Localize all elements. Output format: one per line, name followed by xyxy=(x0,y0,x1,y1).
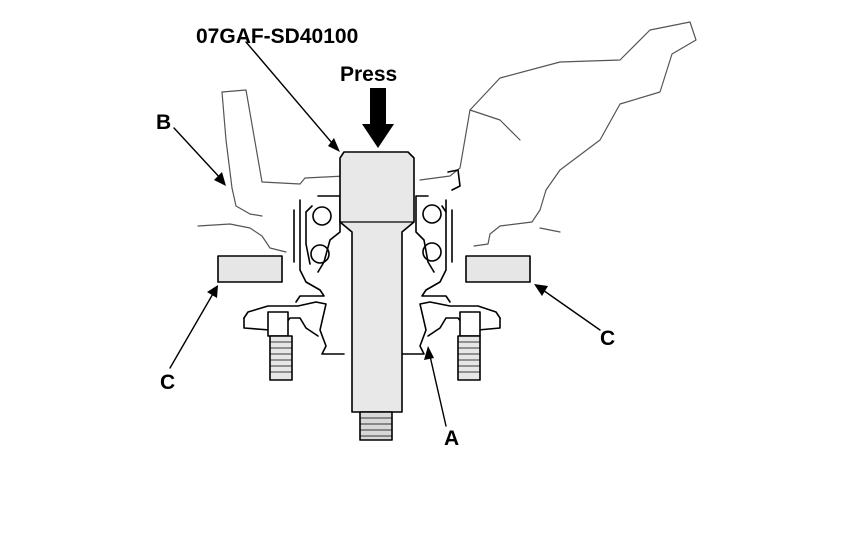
bearing-housing-right xyxy=(415,169,461,303)
press-arrow-icon xyxy=(362,88,394,148)
part-c-right-label: C xyxy=(600,327,616,350)
tool-number-label: 07GAF-SD40100 xyxy=(196,25,359,48)
knuckle-outline xyxy=(197,21,697,253)
leader-lines xyxy=(169,41,601,427)
support-block-right xyxy=(465,255,531,283)
wheel-stud-left xyxy=(267,311,293,381)
part-a-label: A xyxy=(444,427,460,450)
press-label: Press xyxy=(340,63,398,86)
press-tool xyxy=(339,151,415,441)
wheel-stud-right xyxy=(457,311,481,381)
leader-arrowheads xyxy=(207,138,548,360)
bearing-housing-left xyxy=(293,195,341,303)
support-block-left xyxy=(217,255,283,283)
part-b-label: B xyxy=(156,111,172,134)
part-c-left-label: C xyxy=(160,371,176,394)
